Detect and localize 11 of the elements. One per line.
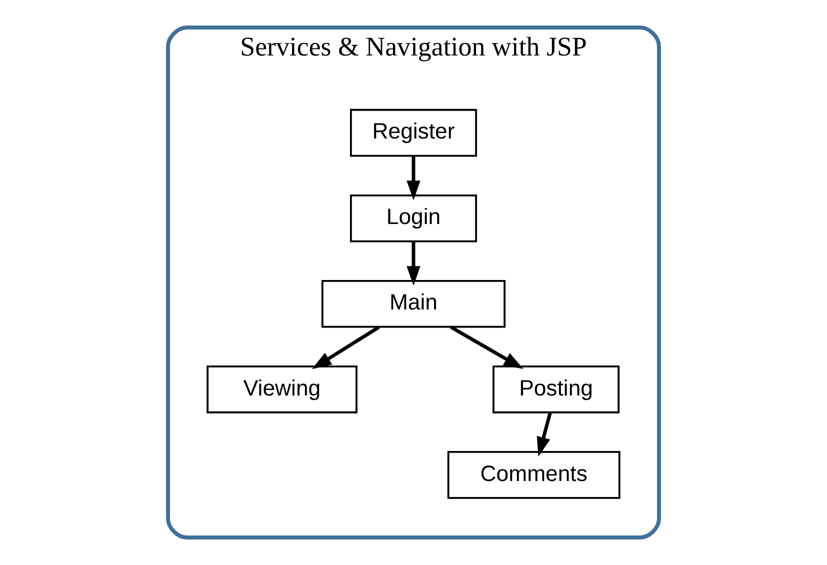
node-box: Login <box>350 194 477 242</box>
node-box: Register <box>350 108 477 157</box>
arrow <box>406 156 420 200</box>
node-box: Comments <box>447 451 620 499</box>
arrow <box>450 326 524 369</box>
node-box: Main <box>321 280 506 328</box>
arrow <box>536 412 552 457</box>
arrow <box>312 326 380 370</box>
node-box: Posting <box>492 366 620 414</box>
arrow <box>406 242 420 286</box>
node-box: Viewing <box>206 366 358 414</box>
